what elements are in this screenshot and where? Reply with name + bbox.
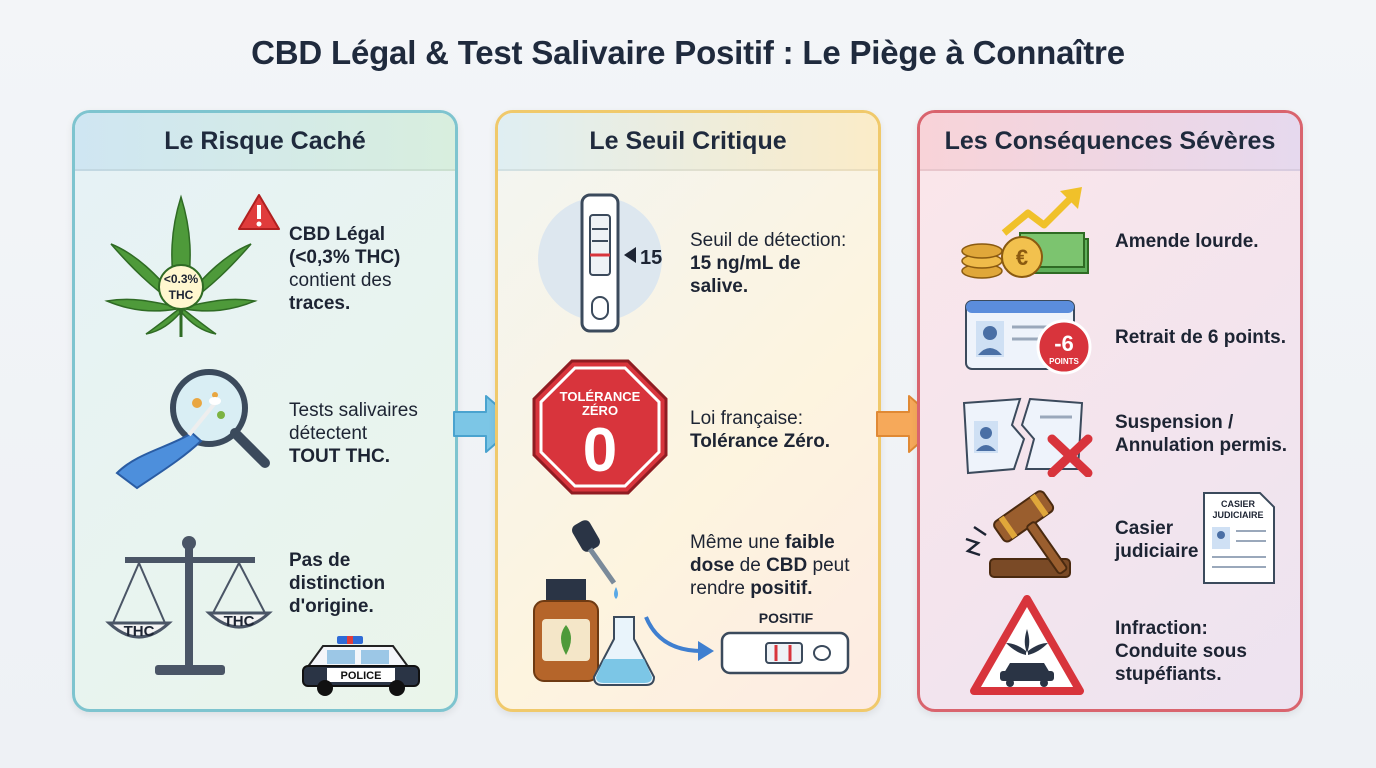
doc-title-1: CASIER: [1221, 499, 1256, 509]
cannabis-leaf-icon: <0.3% THC: [104, 194, 280, 337]
warning-drugs-driving-icon: [970, 595, 1084, 695]
sign-mid-text: ZÉRO: [582, 403, 618, 418]
magnifier-swab-icon: [115, 369, 270, 490]
item-points-removal: Retrait de 6 points.: [1115, 327, 1287, 348]
item-zero-tolerance: Loi française: Tolérance Zéro.: [690, 408, 831, 452]
positive-label: POSITIF: [759, 610, 814, 626]
svg-text:€: €: [1016, 245, 1028, 270]
panel-heading: Le Risque Caché: [75, 113, 455, 171]
panel-hidden-risk: Le Risque Caché <0.3% THC CBD Légal (<0,…: [72, 110, 458, 712]
stop-sign-icon: TOLÉRANCE ZÉRO 0: [532, 359, 668, 495]
panel-heading: Les Conséquences Sévères: [920, 113, 1300, 171]
gavel-icon: [965, 490, 1071, 578]
panel-critical-threshold: Le Seuil Critique 15 Seuil de détection:…: [495, 110, 881, 712]
criminal-record-document-icon: CASIER JUDICIAIRE: [1203, 492, 1275, 584]
broken-license-icon: [962, 397, 1093, 477]
item-saliva-tests: Tests salivaires détectent TOUT THC.: [289, 400, 418, 467]
thc-badge-text-2: THC: [169, 288, 194, 302]
panel-heading: Le Seuil Critique: [498, 113, 878, 171]
panel-severe-consequences: Les Conséquences Sévères € Amende lourde…: [917, 110, 1303, 712]
item-low-dose: Même une faible dose de CBD peut rendre …: [690, 532, 850, 599]
positive-test-icon: POSITIF: [720, 610, 850, 675]
item-heavy-fine: Amende lourde.: [1115, 231, 1259, 252]
thc-badge-text: <0.3%: [164, 272, 199, 286]
doc-title-2: JUDICIAIRE: [1212, 510, 1263, 520]
item-drug-driving-offense: Infraction: Conduite sous stupéfiants.: [1115, 618, 1247, 685]
sign-top-text: TOLÉRANCE: [560, 389, 641, 404]
balance-scale-icon: THC THC: [105, 536, 273, 675]
police-car-icon: POLICE: [302, 636, 420, 696]
item-no-distinction: Pas de distinction d'origine.: [289, 550, 386, 617]
saliva-test-device-icon: 15: [538, 193, 662, 333]
item-criminal-record: Casier judiciaire: [1115, 518, 1199, 562]
police-label: POLICE: [341, 670, 382, 682]
money-fine-icon: €: [961, 187, 1089, 279]
item-legal-cbd: CBD Légal (<0,3% THC) contient des trace…: [289, 224, 401, 314]
item-license-suspension: Suspension / Annulation permis.: [1115, 412, 1288, 456]
item-detection-threshold: Seuil de détection: 15 ng/mL de salive.: [690, 230, 847, 297]
points-number: -6: [1054, 331, 1074, 356]
sign-number: 0: [583, 416, 617, 485]
scale-left-label: THC: [124, 623, 155, 640]
license-points-icon: -6 POINTS: [965, 300, 1092, 375]
page-title: CBD Légal & Test Salivaire Positif : Le …: [251, 34, 1125, 71]
threshold-marker: 15: [640, 247, 662, 269]
points-label: POINTS: [1049, 357, 1079, 366]
curved-arrow-icon: [644, 616, 714, 661]
cbd-oil-dropper-icon: [533, 520, 656, 686]
scale-right-label: THC: [224, 613, 255, 630]
